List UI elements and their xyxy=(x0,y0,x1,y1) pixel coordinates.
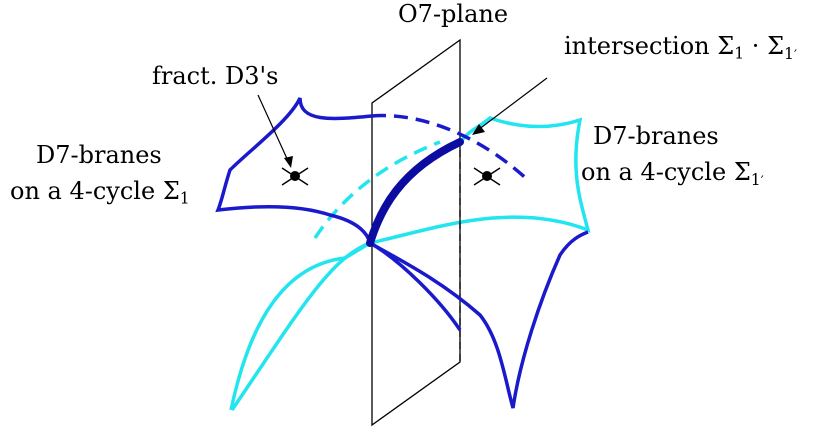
right-branes-sub: 1′ xyxy=(750,170,764,189)
cyan-brane-solid-front xyxy=(230,241,371,411)
arrow-intersection xyxy=(472,77,548,135)
cyan-brane-dashed xyxy=(313,140,441,239)
intersection-sub-a: 1 xyxy=(734,44,745,63)
left-branes-sub: 1 xyxy=(179,189,190,208)
left-branes-line2: on a 4-cycle Σ1 xyxy=(10,177,190,208)
fract-d3-label: fract. D3's xyxy=(152,62,279,90)
intersection-label-text: intersection xyxy=(564,32,718,60)
right-branes-line1: D7-branes xyxy=(593,122,719,150)
arrow-fract-d3 xyxy=(257,94,293,168)
cyan-brane-solid xyxy=(229,116,591,411)
left-branes-line1: D7-branes xyxy=(36,141,162,169)
intersection-sigma-a: Σ xyxy=(717,32,735,60)
intersection-dot: · xyxy=(744,32,768,60)
intersection-sigma-b: Σ xyxy=(767,32,785,60)
intersection-label: intersection Σ1 · Σ1′ xyxy=(564,32,797,62)
right-branes-line2: on a 4-cycle Σ1′ xyxy=(581,158,764,189)
fract-d3-marker-right xyxy=(473,167,501,186)
blue-brane-front-lower xyxy=(369,241,462,331)
fract-d3-marker-left xyxy=(281,167,309,186)
o7-plane-label: O7-plane xyxy=(398,0,509,28)
intersection-sub-b: 1′ xyxy=(784,44,797,63)
intersection-curve xyxy=(366,138,464,247)
brane-sigma1 xyxy=(215,97,589,409)
right-branes-sigma: Σ xyxy=(733,158,751,186)
left-branes-sigma: Σ xyxy=(162,177,180,205)
o7-plane xyxy=(371,38,461,427)
blue-brane-solid xyxy=(215,97,589,409)
brane-sigma1prime xyxy=(229,116,591,411)
